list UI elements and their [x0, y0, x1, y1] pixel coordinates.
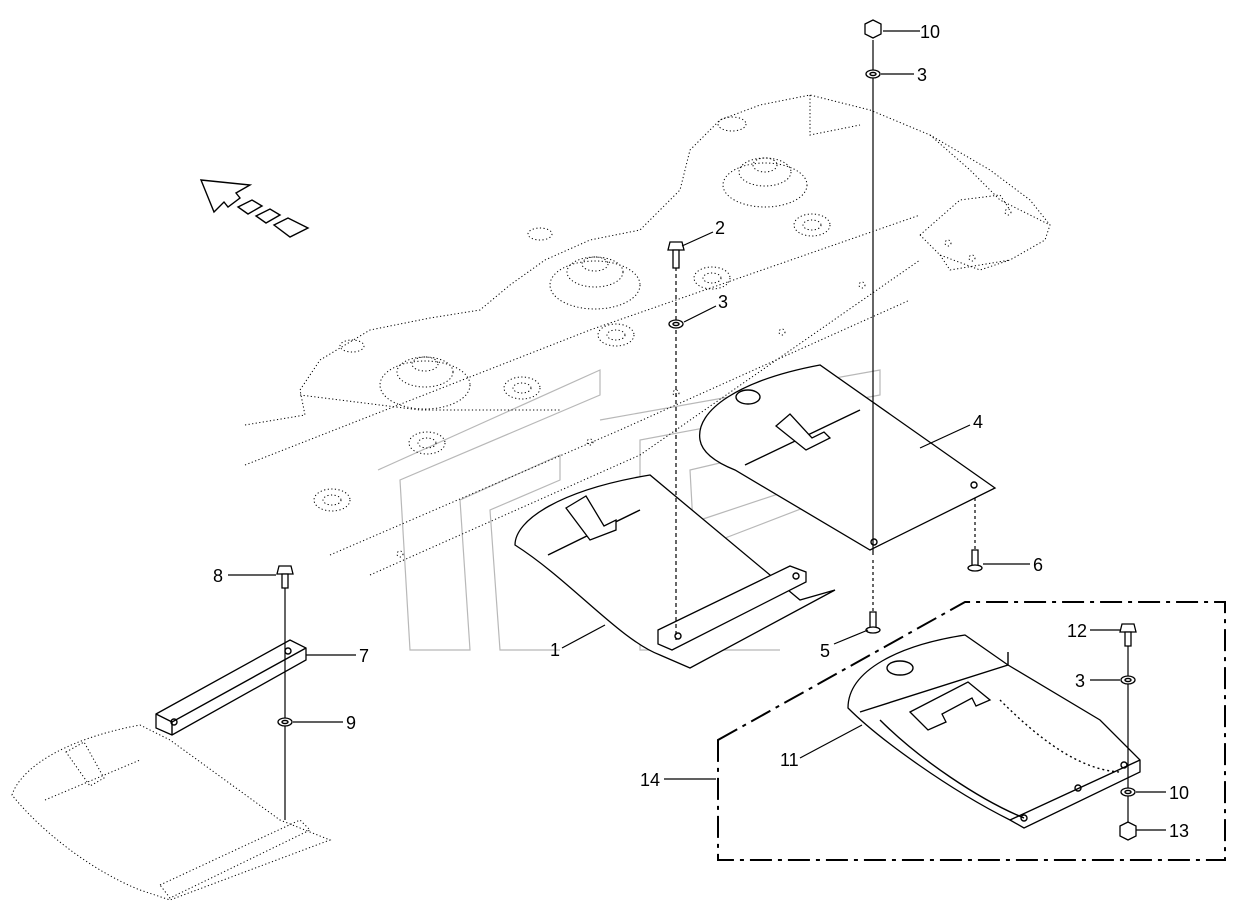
direction-arrow-icon [199, 179, 310, 238]
callout-3: 3 [917, 65, 927, 85]
callout-9: 8 [213, 566, 223, 586]
rotor-hub [379, 356, 471, 410]
callout-6: 6 [1033, 555, 1043, 575]
fastener-line-left [276, 565, 294, 820]
skid-plate-4 [699, 364, 997, 551]
bolt-6 [967, 498, 983, 572]
callout-2: 2 [715, 218, 725, 238]
callout-13: 13 [1169, 821, 1189, 841]
fastener-line-bolt-2 [667, 241, 685, 640]
callout-1: 1 [550, 640, 560, 660]
callout-12: 12 [1067, 621, 1087, 641]
fastener-line-kit [1119, 623, 1137, 841]
callout-4: 4 [973, 412, 983, 432]
callout-10: 10 [1169, 783, 1189, 803]
rotor-hub [549, 256, 641, 310]
skid-plate-reference [11, 724, 332, 901]
callout-3: 3 [718, 292, 728, 312]
callout-8: 7 [359, 646, 369, 666]
kit-14 [717, 601, 1226, 861]
callout-10: 9 [346, 713, 356, 733]
disk-boss [313, 213, 831, 512]
mower-frame [244, 94, 1051, 576]
callout-11: 11 [780, 750, 799, 770]
callout-3: 3 [1075, 671, 1085, 691]
callout-5: 5 [820, 641, 830, 661]
fastener-line-main [864, 19, 882, 634]
callout-labels: 10 3 2 3 4 6 5 1 8 7 9 12 3 11 14 10 13 [213, 22, 1189, 841]
rotor-hub [722, 157, 808, 208]
spacer-bar-8 [155, 639, 307, 736]
leader-lines [228, 30, 1166, 831]
callout-7: 10 [920, 22, 940, 42]
callout-14: 14 [640, 770, 660, 790]
skid-plate-1 [514, 474, 836, 669]
